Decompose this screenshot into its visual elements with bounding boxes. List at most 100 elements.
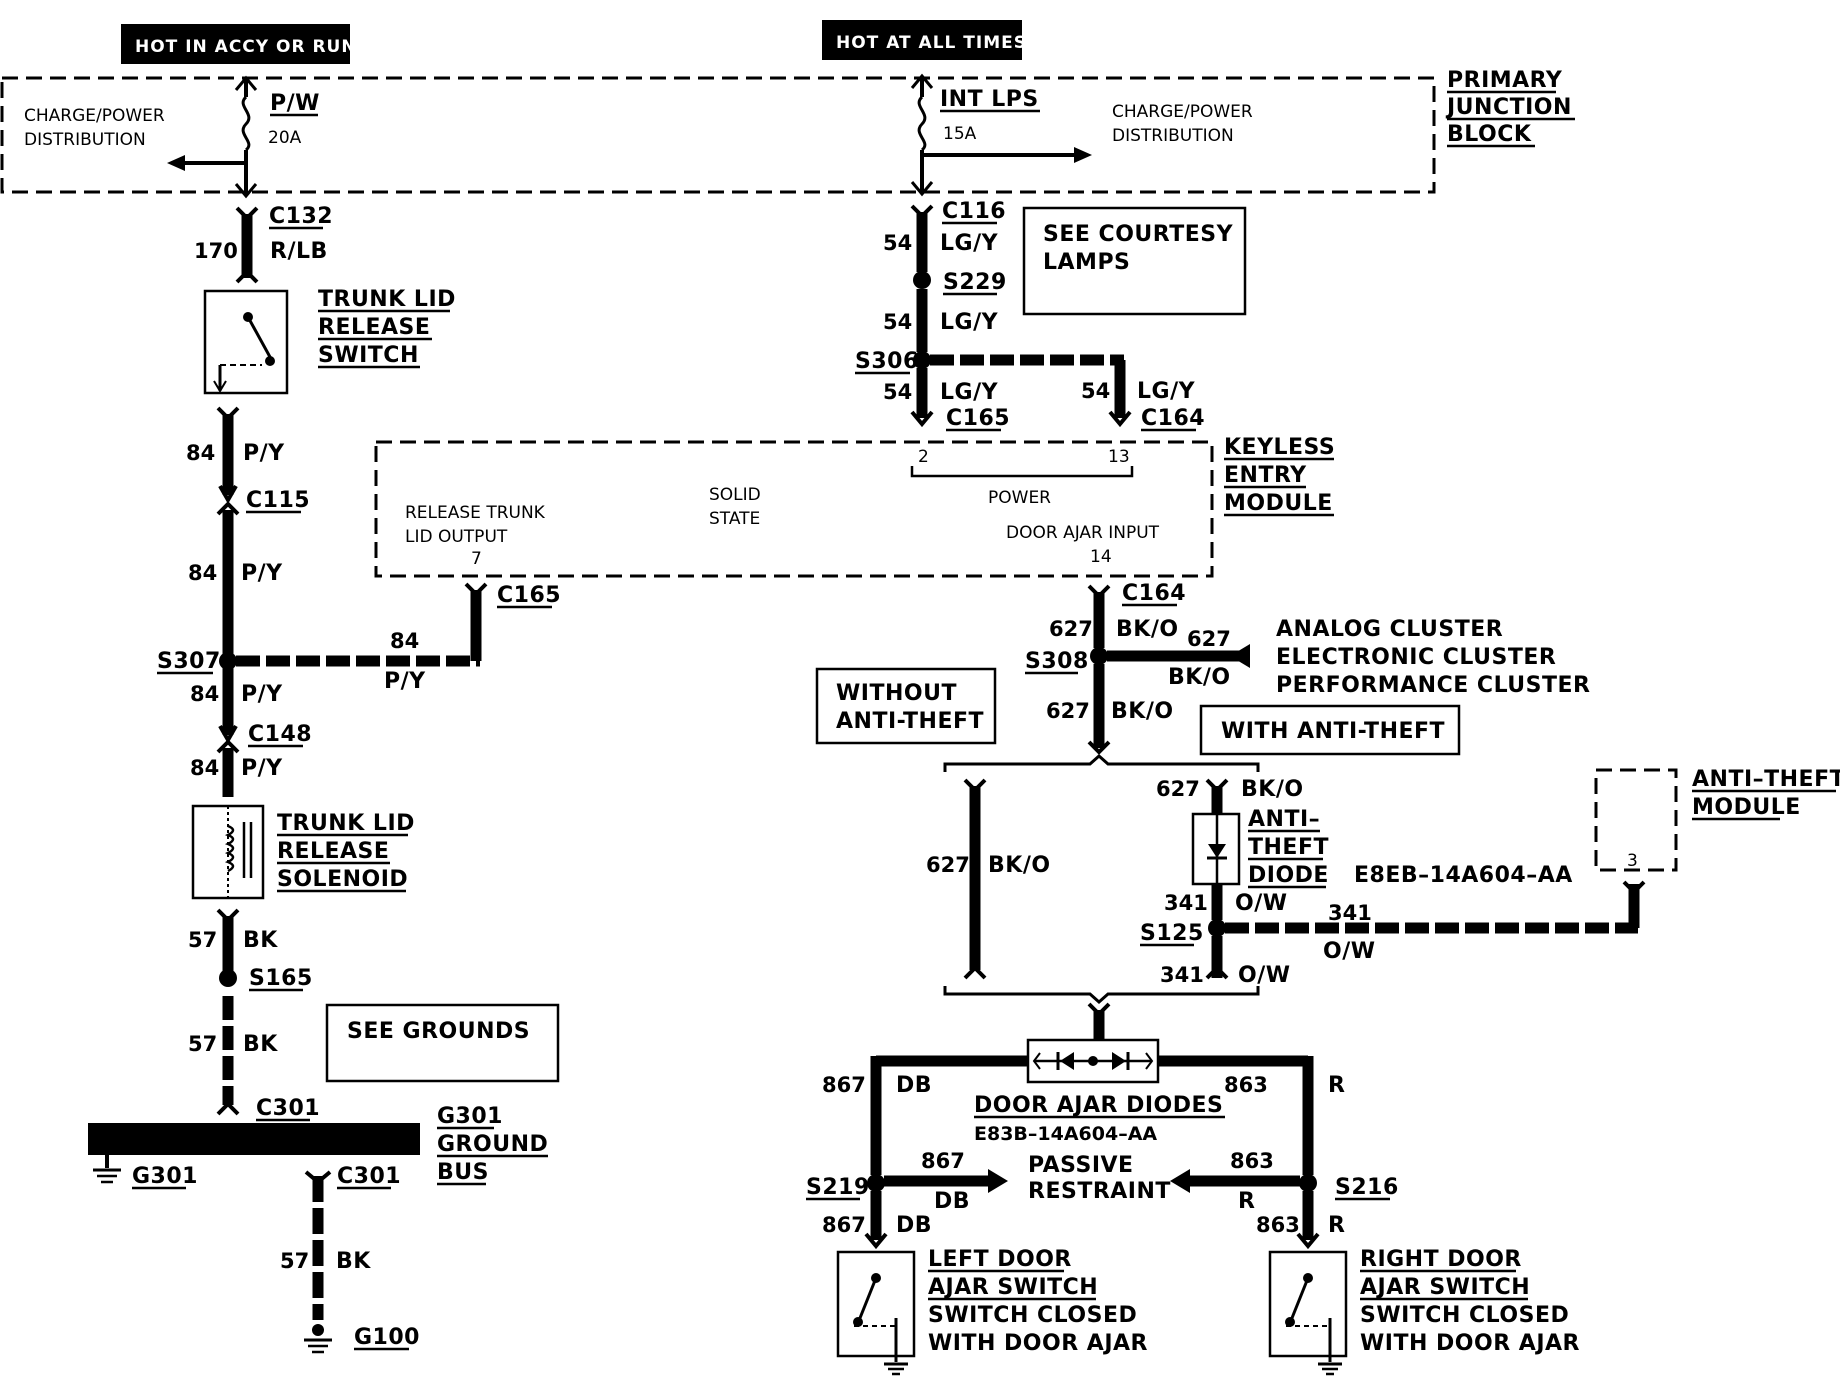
- anti-theft-module-label-1: ANTI–THEFT: [1692, 767, 1840, 792]
- see-courtesy-label-2: LAMPS: [1043, 250, 1130, 275]
- s219-splice: [867, 1174, 885, 1192]
- wire-170-color: R/LB: [270, 239, 328, 264]
- int-lps-label: INT LPS: [940, 87, 1039, 112]
- wire-84-b-color: P/Y: [241, 561, 283, 586]
- c148-label: C148: [248, 722, 312, 747]
- g301-left-label: G301: [132, 1164, 198, 1189]
- wire-867-top-color: DB: [896, 1073, 932, 1098]
- wire-863-h-color: R: [1238, 1189, 1255, 1214]
- right-door-ajar-switch-box: [1268, 1250, 1348, 1358]
- anti-theft-diode-label-1: ANTI–: [1248, 807, 1320, 832]
- c165-label: C165: [946, 406, 1010, 431]
- anti-theft-module-pin-3: 3: [1627, 851, 1638, 871]
- with-anti-theft-label: WITH ANTI-THEFT: [1221, 719, 1445, 744]
- g100-ground-icon: [304, 1324, 332, 1354]
- keyless-name-3: MODULE: [1224, 491, 1333, 516]
- wire-627-a-number: 627: [1049, 617, 1093, 641]
- wire-627-left-color: BK/O: [988, 853, 1051, 878]
- option-bottom-bracket: [943, 986, 1260, 1005]
- wire-627-b-color: BK/O: [1111, 699, 1174, 724]
- wire-627-b-number: 627: [1046, 699, 1090, 723]
- int-lps-fuse-symbol: [917, 95, 927, 152]
- anti-theft-diode-label-3: DIODE: [1248, 863, 1329, 888]
- trunk-switch-icon: [213, 312, 275, 393]
- trunk-switch-label-2: RELEASE: [318, 315, 430, 340]
- jb-left-arrow-icon: [167, 155, 185, 171]
- keyless-door-ajar-input: DOOR AJAR INPUT: [1006, 523, 1160, 543]
- wire-54-a-number: 54: [883, 231, 912, 255]
- s229-splice: [913, 271, 931, 289]
- solenoid-label-1: TRUNK LID: [277, 811, 415, 836]
- wire-867-h-number: 867: [921, 1149, 965, 1173]
- solenoid-label-3: SOLENOID: [277, 867, 408, 892]
- wire-863-bot-color: R: [1328, 1213, 1345, 1238]
- see-grounds-box: [325, 1003, 560, 1083]
- keyless-release-text-1: RELEASE TRUNK: [405, 503, 546, 523]
- wire-57-c-color: BK: [336, 1249, 371, 1274]
- left-door-ajar-switch-box: [836, 1250, 916, 1358]
- wire-627-a-color: BK/O: [1116, 617, 1179, 642]
- door-ajar-diodes-part: E83B–14A604–AA: [974, 1123, 1157, 1145]
- wire-84-a-color: P/Y: [243, 441, 285, 466]
- jb-right-text-1: CHARGE/POWER: [1112, 102, 1253, 122]
- wire-54-b-number: 54: [883, 310, 912, 334]
- c164-top-label: C164: [1141, 406, 1205, 431]
- hot-accy-run-header: HOT IN ACCY OR RUN: [121, 24, 356, 64]
- wire-84-horiz-color: P/Y: [384, 669, 426, 694]
- wire-57-a-color: BK: [243, 928, 278, 953]
- wire-341-a-color: O/W: [1235, 891, 1288, 916]
- trunk-lid-release-switch-box: [203, 289, 289, 395]
- s125-label: S125: [1140, 921, 1204, 946]
- int-lps-fuse-rating: 15A: [943, 124, 977, 144]
- option-top-bracket: [943, 753, 1260, 772]
- c132-connector: [235, 206, 259, 284]
- right-switch-label-2: AJAR SWITCH: [1360, 1275, 1530, 1300]
- without-anti-theft-1: WITHOUT: [836, 681, 957, 706]
- wire-57-c-number: 57: [280, 1249, 309, 1273]
- pw-label: P/W: [270, 91, 320, 116]
- cluster-arrow-icon: [1230, 644, 1250, 668]
- s216-label: S216: [1335, 1175, 1399, 1200]
- passive-restraint-2: RESTRAINT: [1028, 1179, 1171, 1204]
- wire-627-top-number: 627: [1156, 777, 1200, 801]
- s306-splice: [913, 351, 931, 369]
- wire-627-top-color: BK/O: [1241, 777, 1304, 802]
- solenoid-coil-icon: [224, 806, 253, 898]
- with-anti-theft-box: [1199, 704, 1461, 756]
- s219-label: S219: [806, 1175, 870, 1200]
- right-switch-label-4: WITH DOOR AJAR: [1360, 1331, 1580, 1356]
- hot-all-times-header: HOT AT ALL TIMES: [822, 20, 1026, 60]
- trunk-switch-label-3: SWITCH: [318, 343, 419, 368]
- keyless-solid-text-2: STATE: [709, 509, 760, 529]
- c301-bottom-label: C301: [337, 1164, 401, 1189]
- s308-splice: [1090, 647, 1108, 665]
- passive-restraint-left-arrow-icon: [988, 1169, 1008, 1193]
- keyless-entry-module-outline: [374, 440, 1214, 578]
- c301-top-label: C301: [256, 1096, 320, 1121]
- jb-right-text-2: DISTRIBUTION: [1112, 126, 1234, 146]
- pw-fuse-symbol: [241, 95, 251, 152]
- right-switch-label-3: SWITCH CLOSED: [1360, 1303, 1569, 1328]
- keyless-name-1: KEYLESS: [1224, 435, 1335, 460]
- primary-junction-block-outline: [0, 76, 1436, 194]
- c132-label: C132: [269, 204, 333, 229]
- g301-ground-icon: [93, 1155, 121, 1184]
- jb-name-2: JUNCTION: [1445, 95, 1572, 120]
- s308-label: S308: [1025, 649, 1089, 674]
- s229-label: S229: [943, 270, 1007, 295]
- wire-863-h-number: 863: [1230, 1149, 1274, 1173]
- left-switch-label-2: AJAR SWITCH: [928, 1275, 1098, 1300]
- s125-splice: [1208, 919, 1226, 937]
- passive-restraint-1: PASSIVE: [1028, 1153, 1134, 1178]
- g301-name-2: GROUND: [437, 1132, 548, 1157]
- g301-name-3: BUS: [437, 1160, 489, 1185]
- without-anti-theft-2: ANTI-THEFT: [836, 709, 984, 734]
- anti-theft-diode-label-2: THEFT: [1248, 835, 1329, 860]
- wire-54-c-number: 54: [883, 380, 912, 404]
- jb-left-text-1: CHARGE/POWER: [24, 106, 165, 126]
- keyless-pin-2: 2: [918, 447, 929, 467]
- right-door-switch-icon: [1285, 1273, 1342, 1376]
- g100-label: G100: [354, 1325, 420, 1350]
- g301-name-1: G301: [437, 1104, 503, 1129]
- wire-341-h-color: O/W: [1323, 939, 1376, 964]
